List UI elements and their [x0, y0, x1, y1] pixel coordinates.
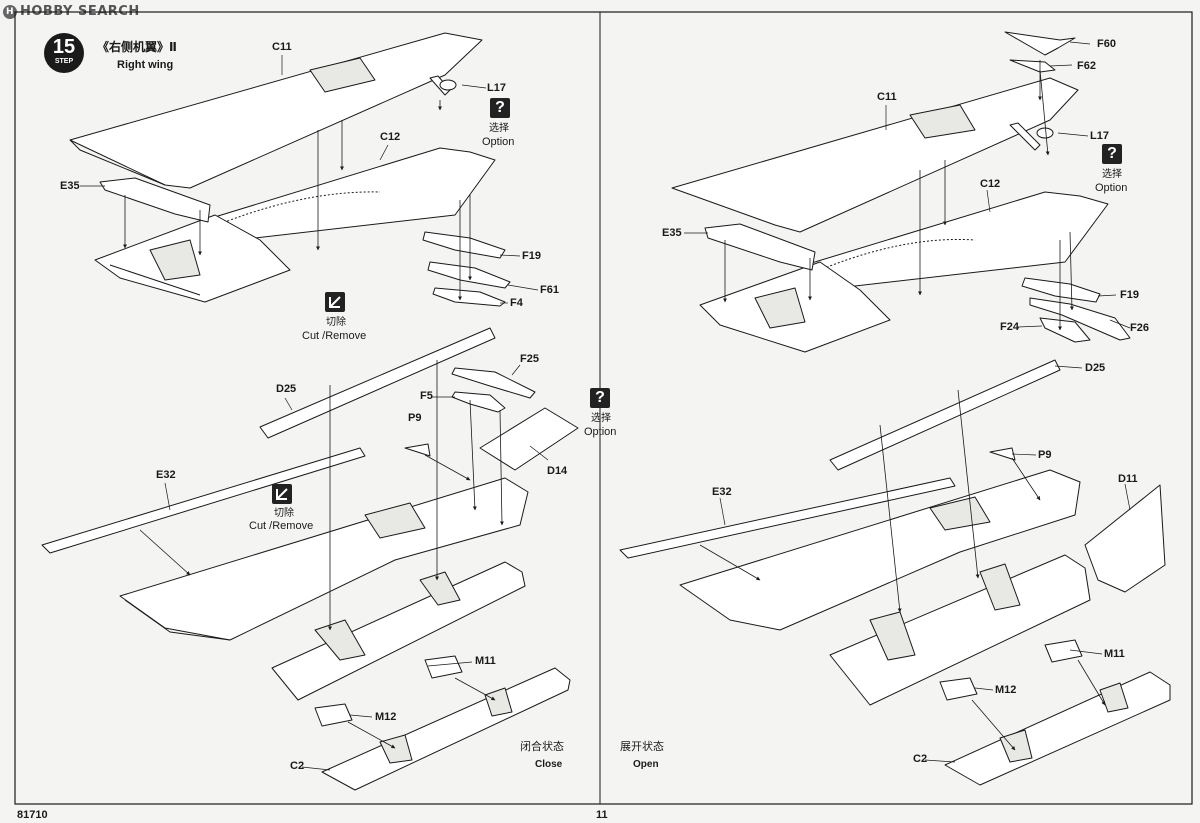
state-zh-left: 闭合状态 [520, 740, 564, 753]
flap-right [829, 554, 1091, 706]
part-F19-left [422, 231, 506, 259]
label-F60-right: F60 [1097, 38, 1116, 50]
part-P9-left [404, 443, 431, 457]
label-D11-right: D11 [1118, 473, 1138, 485]
label-C11-right: C11 [877, 91, 897, 103]
label-C12-left: C12 [380, 131, 401, 143]
part-F19-right [1021, 277, 1101, 303]
part-E35-left [99, 177, 211, 223]
hobby-search-logo-icon: H [3, 4, 17, 19]
part-E32-right [619, 477, 956, 559]
label-M11-left: M11 [475, 655, 496, 667]
option-zh-right: 选择 [1102, 169, 1122, 180]
title-zh: 《右侧机翼》Ⅱ [97, 40, 177, 54]
part-M12-left [314, 703, 353, 727]
part-F60-right [1004, 31, 1076, 56]
title-en: Right wing [117, 59, 174, 71]
label-F19-right: F19 [1120, 289, 1139, 301]
label-D14-left: D14 [547, 465, 568, 477]
label-M11-right: M11 [1104, 648, 1125, 660]
part-D11-right [1084, 484, 1166, 593]
part-C2-right [944, 671, 1171, 786]
part-L17-right [1009, 122, 1041, 151]
label-L17-right: L17 [1090, 130, 1109, 142]
label-E35-left: E35 [60, 180, 80, 192]
main-wing-left [119, 477, 529, 641]
option-zh-left: 选择 [489, 123, 509, 134]
part-F62-right [1009, 59, 1056, 73]
step-word: STEP [54, 58, 74, 65]
label-F25-left: F25 [520, 353, 539, 365]
label-P9-left: P9 [408, 412, 422, 424]
part-C11-right [671, 77, 1079, 233]
label-C11-left: C11 [272, 41, 292, 53]
part-F24-right [1039, 317, 1091, 343]
option-en-right: Option [1095, 182, 1128, 194]
label-F5-left: F5 [420, 390, 433, 402]
label-C12-right: C12 [980, 178, 1001, 190]
state-en-left: Close [535, 759, 563, 770]
state-en-right: Open [633, 759, 659, 770]
part-F26-right [1029, 297, 1131, 341]
option2-zh-left: 选择 [591, 413, 611, 424]
label-F24-right: F24 [1000, 321, 1019, 333]
cut-remove-icon-2 [272, 484, 292, 504]
option-question-icon: ? [490, 98, 510, 118]
label-D25-left: D25 [276, 383, 297, 395]
part-E35-right [704, 223, 816, 271]
label-F62-right: F62 [1077, 60, 1096, 72]
part-M12-right [939, 677, 978, 701]
leader-lines [80, 41, 1131, 771]
part-M11-right [1044, 639, 1083, 663]
part-D25-right [829, 359, 1061, 471]
option-question-icon-2: ? [590, 388, 610, 408]
cut-zh-left: 切除 [326, 317, 346, 328]
part-F61-left [427, 261, 511, 289]
label-M12-right: M12 [995, 684, 1017, 696]
label-F61-left: F61 [540, 284, 559, 296]
cut-en-left: Cut /Remove [302, 330, 367, 342]
page-number: 11 [596, 809, 608, 821]
cut2-en-left: Cut /Remove [249, 520, 314, 532]
cut-remove-icon [325, 292, 345, 312]
label-L17-left: L17 [487, 82, 506, 94]
assembly-guides [123, 60, 1106, 751]
label-C2-left: C2 [290, 760, 305, 772]
part-D14-left [479, 407, 579, 471]
part-F25-left [451, 367, 536, 399]
label-E35-right: E35 [662, 227, 682, 239]
part-E32-left [41, 447, 366, 554]
label-F19-left: F19 [522, 250, 541, 262]
part-F4-left [432, 287, 506, 307]
product-code: 81710 [17, 809, 48, 821]
label-M12-left: M12 [375, 711, 397, 723]
step-number: 15 [52, 36, 76, 58]
state-zh-right: 展开状态 [620, 740, 664, 753]
option-en-left: Option [482, 136, 515, 148]
part-C2-left [321, 667, 571, 791]
part-F5-left [451, 391, 506, 413]
label-D25-right: D25 [1085, 362, 1106, 374]
label-E32-left: E32 [156, 469, 176, 481]
part-D25-left [259, 327, 496, 439]
flap-left [271, 561, 526, 701]
cut2-zh-left: 切除 [274, 508, 294, 519]
option2-en-left: Option [584, 426, 617, 438]
label-F26-right: F26 [1130, 322, 1149, 334]
label-F4-left: F4 [510, 297, 523, 309]
part-P9-right [989, 447, 1016, 461]
option-question-icon-right: ? [1102, 144, 1122, 164]
label-C2-right: C2 [913, 753, 928, 765]
label-E32-right: E32 [712, 486, 732, 498]
label-P9-right: P9 [1038, 449, 1052, 461]
step-badge: 15 STEP [44, 33, 84, 73]
sheet-border [14, 11, 1193, 805]
part-M11-left [424, 655, 463, 679]
